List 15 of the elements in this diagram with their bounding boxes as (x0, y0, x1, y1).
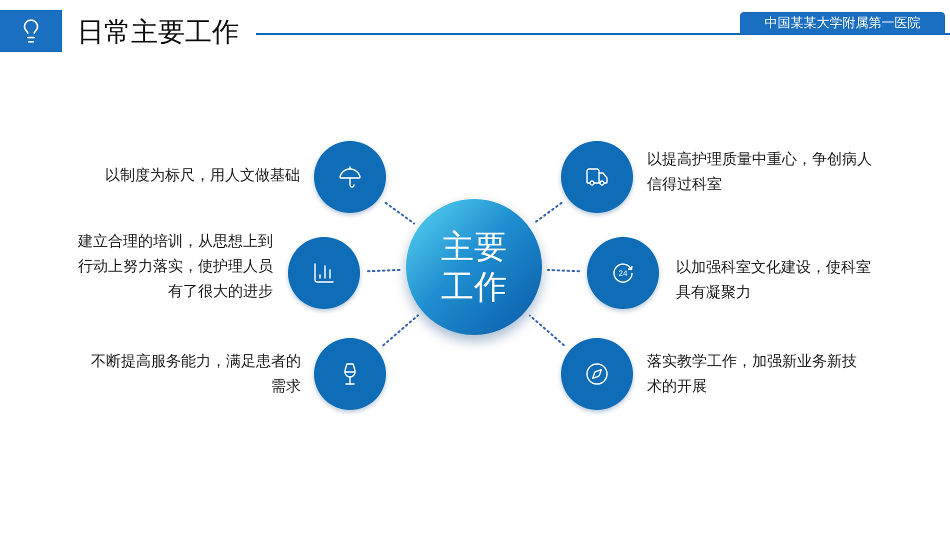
description-text: 建立合理的培训，从思想上到行动上努力落实，使护理人员有了很大的进步 (76, 232, 273, 302)
description-text: 以提高护理质量中重心，争创病人信得过科室 (647, 150, 873, 195)
center-title: 主要工作 (440, 227, 508, 307)
description-text: 落实教学工作，加强新业务新技术的开展 (647, 352, 858, 397)
dotted-connector (382, 314, 419, 346)
dotted-connector (546, 268, 580, 272)
dotted-connector (384, 202, 416, 225)
description-text: 不断提高服务能力，满足患者的需求 (90, 352, 301, 397)
dotted-connector (366, 268, 402, 272)
page-title: 日常主要工作 (77, 16, 239, 49)
description-text: 以加强科室文化建设，使科室具有凝聚力 (676, 258, 872, 303)
dotted-connector (532, 202, 562, 224)
hospital-tab: 中国某某大学附属第一医院 (740, 12, 945, 34)
description-text: 以制度为标尺，用人文做基础 (104, 166, 300, 186)
dotted-connector (528, 314, 565, 346)
